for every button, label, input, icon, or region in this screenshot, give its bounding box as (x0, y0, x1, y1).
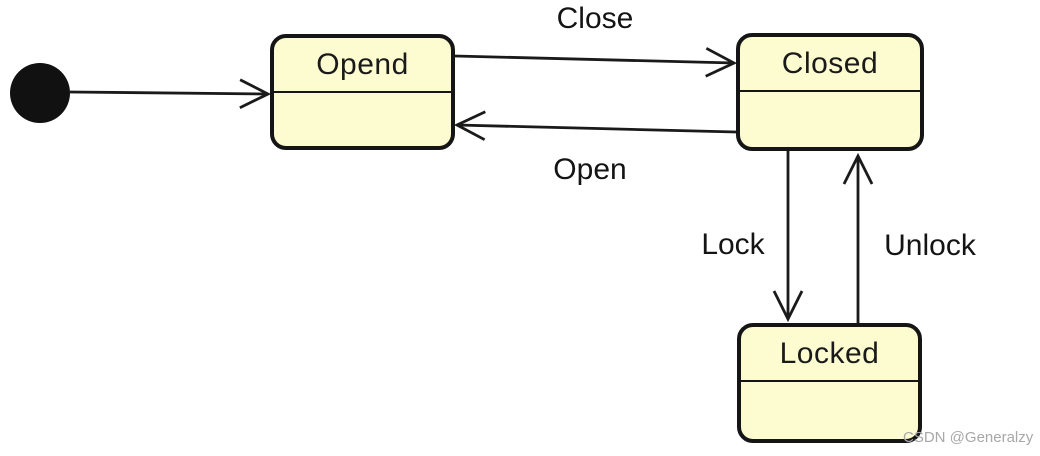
state-label-locked: Locked (741, 327, 918, 382)
state-node-closed: Closed (736, 33, 924, 151)
transition-label-open: Open (553, 153, 627, 186)
transition-label-unlock: Unlock (884, 229, 976, 262)
transition-label-lock: Lock (701, 228, 765, 261)
transition-open-arrow (457, 125, 737, 132)
transition-close-arrow (454, 56, 734, 63)
initial-transition-arrow (69, 92, 268, 94)
state-label-opend: Opend (274, 38, 451, 93)
transition-label-close: Close (556, 2, 634, 35)
state-node-locked: Locked (737, 323, 922, 443)
state-node-opend: Opend (270, 34, 455, 150)
initial-state-node (10, 63, 70, 123)
watermark: CSDN @Generalzy (903, 429, 1034, 446)
state-label-closed: Closed (740, 37, 920, 92)
